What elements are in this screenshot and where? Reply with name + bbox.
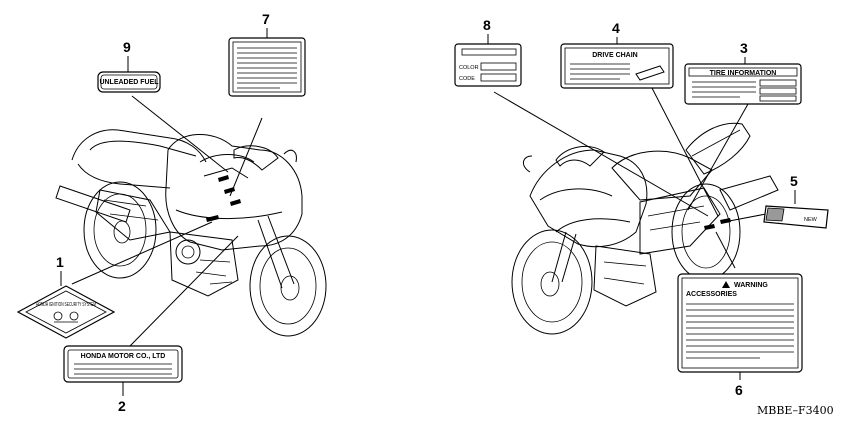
new-label-text: NEW (804, 217, 818, 223)
color-field-label: COLOR (459, 65, 479, 71)
wrench-icon (635, 65, 665, 81)
accessories-text: ACCESSORIES (686, 291, 737, 298)
unleaded-fuel-label (97, 71, 161, 93)
label-8-group: 8 COLOR CODE (454, 17, 522, 87)
leader-lines (71, 87, 767, 347)
label-1-group: 1 HONDA IGNITION SECURITY SYSTEM (16, 254, 116, 339)
warning-text: WARNING (734, 282, 768, 289)
callout-number-1: 1 (56, 254, 64, 270)
color-code-label (454, 43, 522, 87)
label-2-group: HONDA MOTOR CO., LTD 2 (63, 345, 183, 414)
right-motorcycle (511, 122, 779, 335)
ignition-security-label (16, 285, 116, 339)
callout-number-4: 4 (612, 20, 620, 36)
ignition-security-text: HONDA IGNITION SECURITY SYSTEM (36, 302, 96, 308)
diagram-code: MBBE–F3400 (757, 404, 834, 417)
callout-number-9: 9 (123, 39, 131, 55)
callout-number-2: 2 (118, 398, 126, 414)
drive-chain-label (560, 43, 674, 89)
callout-number-6: 6 (735, 382, 743, 398)
label-7-plate (228, 37, 306, 97)
callout-number-8: 8 (483, 17, 491, 33)
label-4-group: 4 DRIVE CHAIN (560, 20, 674, 89)
tire-information-text: TIRE INFORMATION (710, 70, 777, 77)
left-motorcycle (55, 129, 327, 337)
label-9-group: 9 UNLEADED FUEL (97, 39, 161, 93)
label-3-group: 3 TIRE INFORMATION (684, 40, 802, 105)
code-field-label: CODE (459, 76, 475, 82)
callout-number-3: 3 (740, 40, 748, 56)
drive-chain-text: DRIVE CHAIN (592, 52, 638, 59)
label-7-group: 7 (228, 11, 306, 97)
honda-motor-text: HONDA MOTOR CO., LTD (81, 353, 166, 360)
callout-number-5: 5 (790, 173, 798, 189)
unleaded-fuel-text: UNLEADED FUEL (99, 79, 159, 86)
label-6-group: WARNING ACCESSORIES 6 (677, 273, 803, 398)
warning-triangle-icon (722, 281, 730, 288)
label-5-group: 5 NEW (763, 173, 829, 229)
callout-number-7: 7 (262, 11, 270, 27)
